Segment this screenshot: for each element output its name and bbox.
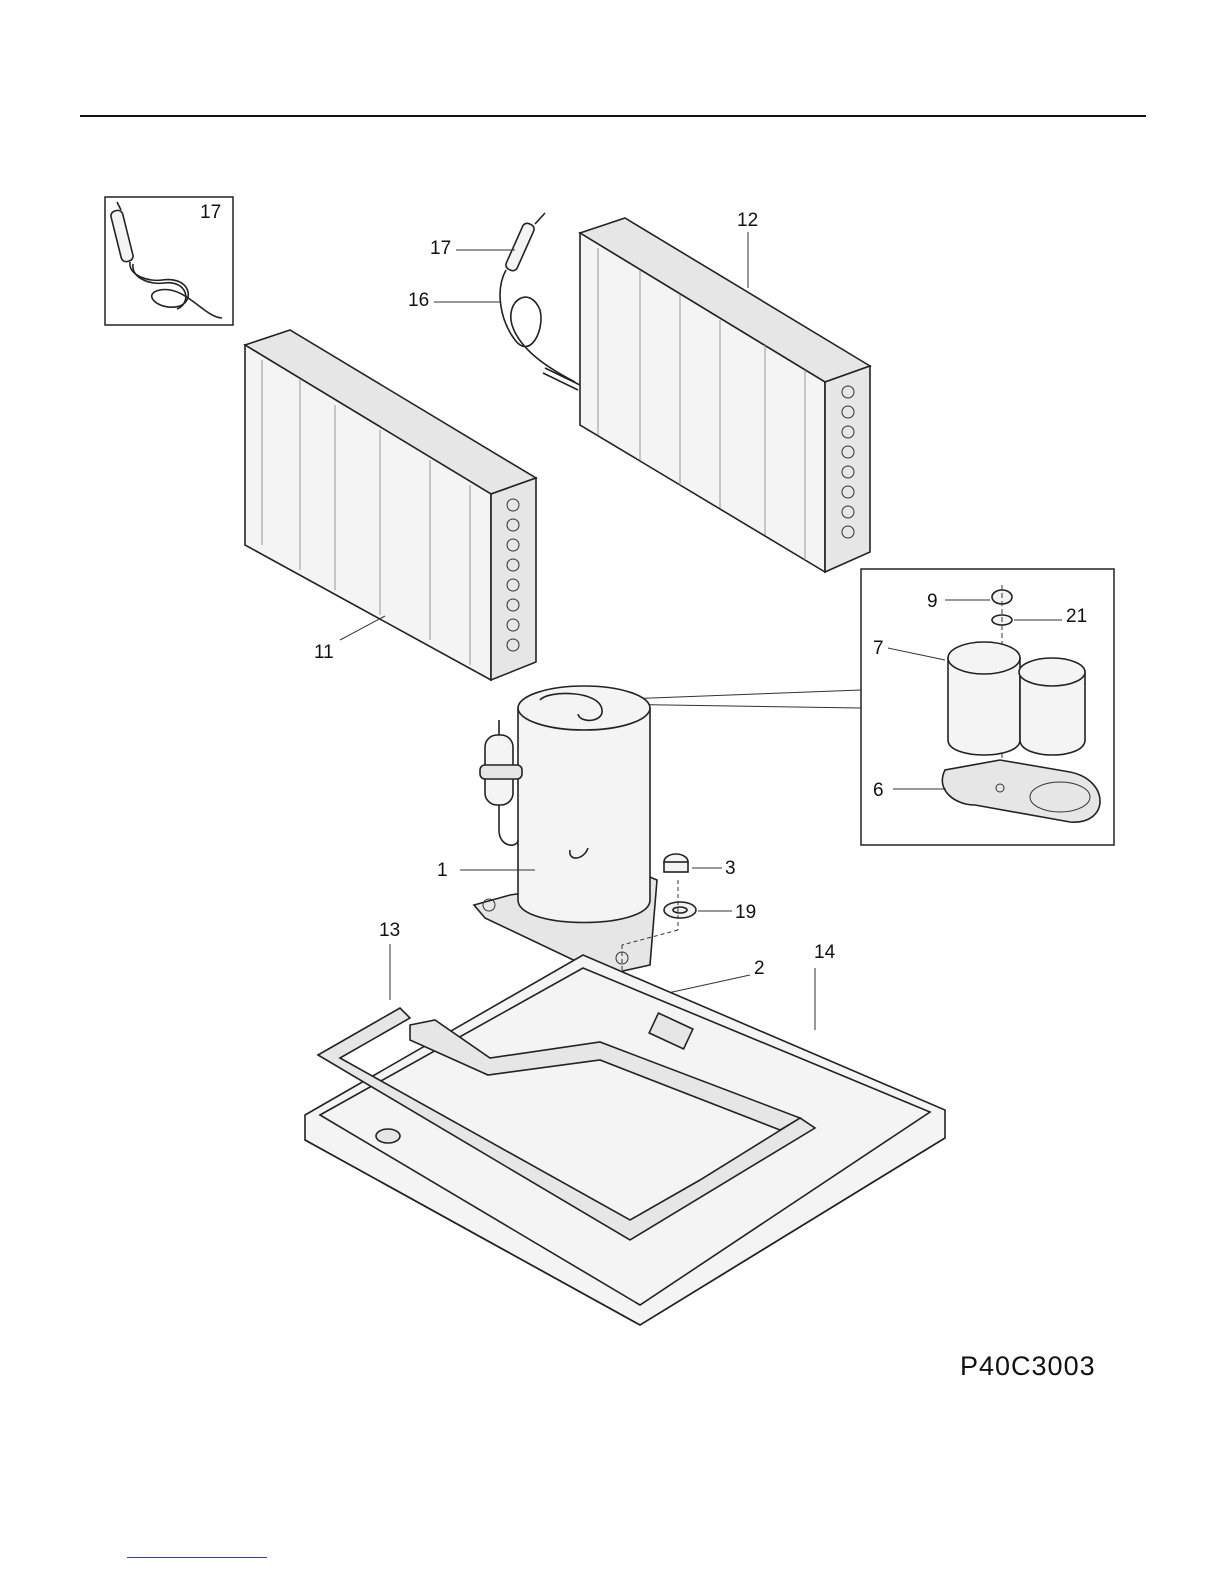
callout-14: 14 <box>814 942 836 963</box>
inset-capacitor-detail: 9 21 7 6 <box>600 569 1114 845</box>
evaporator-coil-12: 12 <box>580 210 870 572</box>
callout-7: 7 <box>873 638 884 659</box>
callout-6: 6 <box>873 780 884 801</box>
callout-21: 21 <box>1066 606 1087 627</box>
callout-11: 11 <box>314 642 334 663</box>
inset-part-17: 17 <box>105 197 233 325</box>
callout-12: 12 <box>737 210 758 231</box>
compressor-1: 1 <box>437 686 657 975</box>
thermistor-16-17: 17 16 <box>408 213 580 390</box>
callout-9: 9 <box>927 591 938 612</box>
diagram-code: P40C3003 <box>960 1351 1096 1381</box>
callout-17-inset: 17 <box>200 202 221 223</box>
callout-2: 2 <box>754 958 765 979</box>
callout-13: 13 <box>379 920 400 941</box>
callout-17: 17 <box>430 238 451 259</box>
footer-link-underline[interactable] <box>127 1557 267 1558</box>
condenser-coil-11: 11 <box>245 330 536 680</box>
callout-1: 1 <box>437 860 448 881</box>
callout-16: 16 <box>408 290 429 311</box>
base-pan-14: 14 <box>305 942 945 1325</box>
callout-3: 3 <box>725 858 736 879</box>
callout-19: 19 <box>735 902 756 923</box>
